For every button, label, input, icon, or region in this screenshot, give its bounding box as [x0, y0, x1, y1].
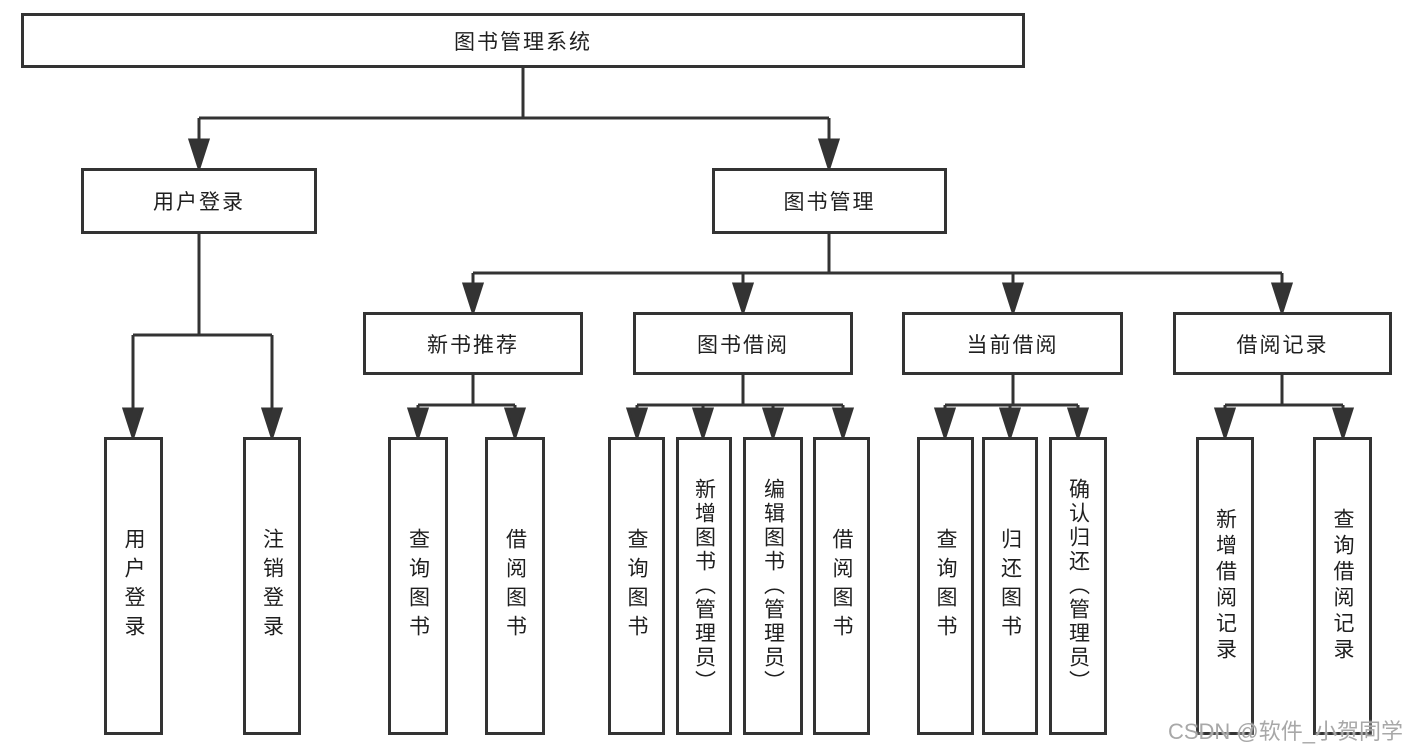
connector-book-borrow-to-leaves — [625, 375, 855, 442]
arrowhead-icon — [761, 407, 785, 442]
node-label: 当前借阅 — [966, 333, 1059, 357]
arrowhead-icon — [817, 138, 841, 173]
leaf-return-books: 归还图书 — [982, 437, 1038, 735]
leaf-label: 新增借阅记录 — [1213, 508, 1237, 664]
node-label: 图书管理 — [783, 191, 876, 214]
leaf-query-books-recommend: 查询图书 — [388, 437, 448, 735]
leaf-label: 注销登录 — [260, 528, 284, 644]
arrowhead-icon — [260, 407, 284, 442]
arrowhead-icon — [1270, 282, 1294, 317]
arrowhead-icon — [1331, 407, 1355, 442]
leaf-label: 新增图书（管理员） — [692, 478, 716, 694]
leaf-user-login: 用户登录 — [104, 437, 163, 735]
node-label: 新书推荐 — [427, 333, 519, 357]
leaf-confirm-return-admin: 确认归还（管理员） — [1049, 437, 1107, 735]
arrowhead-icon — [831, 407, 855, 442]
leaf-label: 查询图书 — [625, 528, 648, 644]
connector-borrow-records-to-leaves — [1213, 375, 1355, 442]
connector-user-login-to-leaves — [121, 234, 284, 442]
arrowhead-icon — [731, 282, 755, 317]
arrowhead-icon — [1066, 407, 1090, 442]
arrowhead-icon — [187, 138, 211, 173]
node-book-borrow: 图书借阅 — [633, 312, 853, 375]
leaf-add-borrow-record: 新增借阅记录 — [1196, 437, 1254, 735]
arrowhead-icon — [461, 282, 485, 317]
arrowhead-icon — [625, 407, 649, 442]
leaf-label: 编辑图书（管理员） — [761, 478, 785, 694]
connector-new-book-recommend-to-leaves — [406, 375, 527, 442]
leaf-label: 借阅图书 — [503, 528, 527, 644]
connector-book-management-to-sections — [461, 234, 1294, 317]
csdn-watermark: CSDN @软件_小贺同学 — [1167, 719, 1403, 744]
arrowhead-icon — [503, 407, 527, 442]
leaf-query-books-borrow: 查询图书 — [608, 437, 665, 735]
connector-current-borrow-to-leaves — [933, 375, 1090, 442]
leaf-borrow-books-recommend: 借阅图书 — [485, 437, 545, 735]
node-current-borrow: 当前借阅 — [902, 312, 1123, 375]
leaf-label: 查询借阅记录 — [1331, 508, 1354, 664]
leaf-logout: 注销登录 — [243, 437, 301, 735]
leaf-label: 借阅图书 — [830, 528, 853, 644]
leaf-add-books-admin: 新增图书（管理员） — [676, 437, 732, 735]
leaf-query-borrow-record: 查询借阅记录 — [1313, 437, 1372, 735]
leaf-edit-books-admin: 编辑图书（管理员） — [743, 437, 803, 735]
arrowhead-icon — [1001, 282, 1025, 317]
node-label: 图书借阅 — [697, 333, 789, 357]
leaf-label: 归还图书 — [998, 528, 1022, 644]
leaf-label: 确认归还（管理员） — [1066, 478, 1090, 694]
leaf-borrow-books: 借阅图书 — [813, 437, 870, 735]
arrowhead-icon — [1213, 407, 1237, 442]
node-label: 用户登录 — [153, 191, 245, 214]
leaf-query-books-current: 查询图书 — [917, 437, 974, 735]
node-user-login: 用户登录 — [81, 168, 317, 234]
node-label: 图书管理系统 — [454, 30, 592, 54]
node-borrow-records: 借阅记录 — [1173, 312, 1392, 375]
node-book-management: 图书管理 — [712, 168, 947, 234]
arrowhead-icon — [406, 407, 430, 442]
leaf-label: 查询图书 — [406, 528, 430, 644]
node-root-library-system: 图书管理系统 — [21, 13, 1025, 68]
leaf-label: 查询图书 — [934, 528, 957, 644]
leaf-label: 用户登录 — [122, 528, 145, 644]
node-label: 借阅记录 — [1236, 333, 1329, 357]
node-new-book-recommend: 新书推荐 — [363, 312, 583, 375]
arrowhead-icon — [933, 407, 957, 442]
arrowhead-icon — [691, 407, 715, 442]
arrowhead-icon — [121, 407, 145, 442]
connector-root-to-branches — [187, 68, 841, 173]
arrowhead-icon — [998, 407, 1022, 442]
